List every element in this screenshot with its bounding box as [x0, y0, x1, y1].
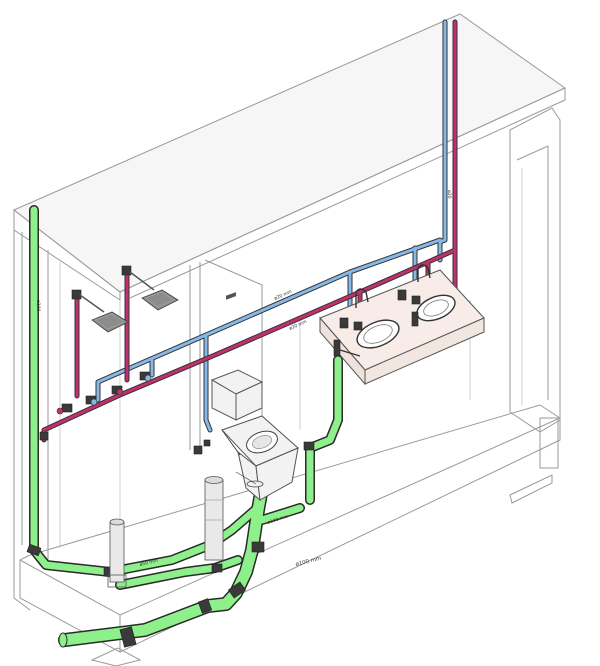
floor-slab [18, 404, 562, 616]
cold-water-wc-drop [204, 333, 212, 432]
toilet-outlet [246, 480, 264, 488]
basin-waste-pipe [306, 356, 342, 452]
shower-head-icon [91, 311, 129, 333]
building-wireframe [13, 13, 566, 666]
left-end-wall [13, 225, 31, 611]
svg-text:ø50 mm: ø50 mm [139, 558, 159, 568]
svg-text:ø20: ø20 [446, 190, 452, 199]
pipe-diameter-label: ø100 mm [295, 556, 322, 568]
ceiling-slab [13, 13, 566, 293]
pipe-diameter-annotation: ø100 mm [295, 556, 322, 568]
right-end-wall [509, 107, 561, 433]
wc-branch-pipe [258, 504, 304, 524]
svg-text:ø100: ø100 [35, 300, 41, 311]
shower-mixer-valves [39, 371, 152, 441]
toilet [193, 292, 299, 502]
drain-pipes: ø50 mm ø100 mm ø100 [26, 205, 343, 648]
shower-left [71, 289, 129, 333]
floor-drain-standpipe-right [204, 476, 224, 561]
main-drain-outlet [58, 632, 68, 648]
basin-tap-icon [355, 288, 369, 308]
shower-right [121, 265, 179, 311]
basin-left [356, 319, 400, 349]
shower-head-icon [141, 289, 179, 311]
basin-tap-icon [417, 264, 431, 282]
vent-stack-pipe [30, 206, 114, 576]
pipe-fittings [26, 441, 315, 648]
cold-water-pipes: ø20 mm ø20 [95, 19, 452, 433]
vanity-unit [319, 264, 485, 386]
lower-branch-pipe [116, 556, 242, 589]
floor-drain-standpipe-left [107, 518, 127, 588]
cold-water-main [96, 238, 442, 402]
door-threshold [509, 474, 553, 504]
cold-water-riser [438, 20, 447, 262]
